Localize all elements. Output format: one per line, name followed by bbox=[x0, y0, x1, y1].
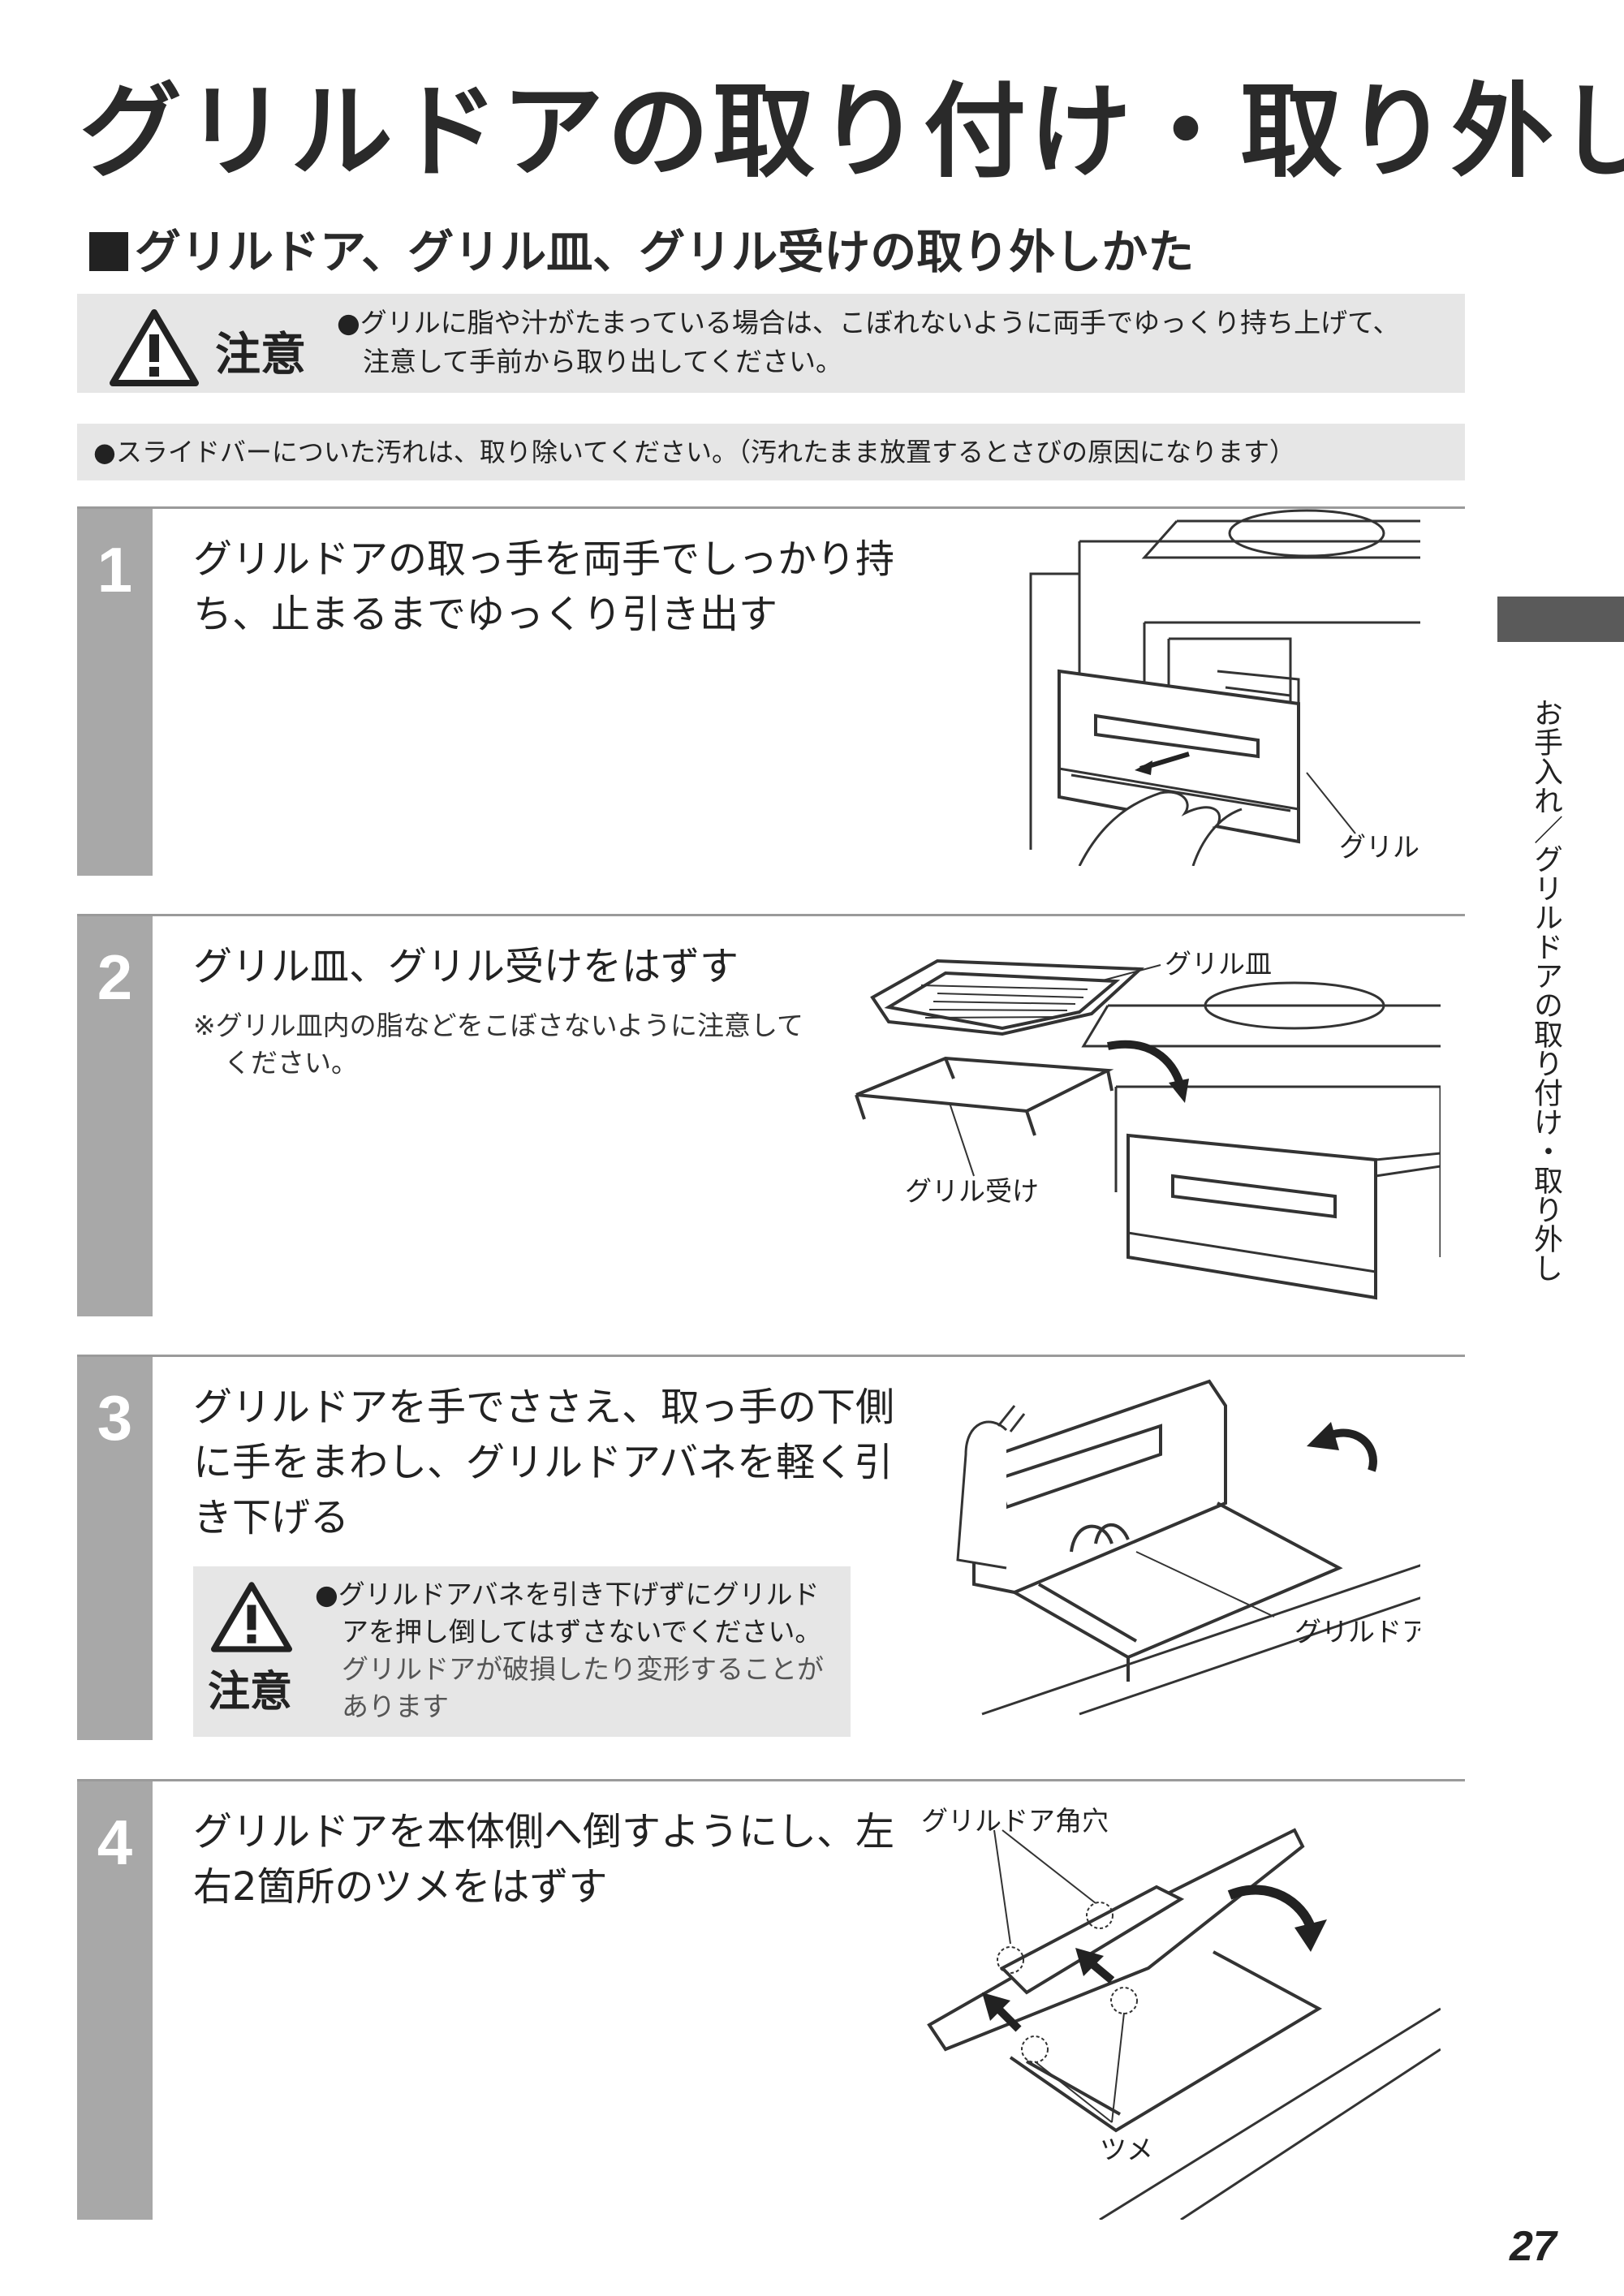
label-grill-rack: グリル受け bbox=[905, 1175, 1039, 1207]
step-4-illustration: グリルドア角穴 ツメ bbox=[921, 1805, 1441, 2220]
step-1: 1 グリルドアの取っ手を両手でしっかり持 ち、止まるまでゆっくり引き出す グリル… bbox=[77, 509, 1465, 876]
page-title: グリルドアの取り付け・取り外し bbox=[80, 72, 1624, 192]
caution-line: グリルドアが破損したり変形することが bbox=[342, 1653, 824, 1685]
step-3: 3 グリルドアを手でささえ、取っ手の下側 に手をまわし、グリルドアバネを軽く引 … bbox=[77, 1357, 1465, 1740]
side-tab-text: お手入れ／グリルドアの取り付け・取り外し bbox=[1529, 698, 1562, 1282]
label-grill-door: グリルドア bbox=[1339, 831, 1420, 863]
step-note-line: ください。 bbox=[224, 1047, 358, 1079]
side-tab-marker bbox=[1497, 597, 1624, 642]
caution-line: ●グリルドアバネを引き下げずにグリルド bbox=[315, 1579, 820, 1610]
page-number: 27 bbox=[1510, 2223, 1557, 2270]
square-bullet-icon bbox=[89, 232, 128, 271]
step-divider bbox=[77, 1779, 1465, 1781]
label-grill-door-spring: グリルドアバネ bbox=[1294, 1616, 1420, 1648]
step-number: 1 bbox=[97, 534, 133, 605]
note-bar: ●スライドバーについた汚れは、取り除いてください。（汚れたまま放置するとさびの原… bbox=[77, 424, 1465, 480]
step-heading-line: ち、止まるまでゆっくり引き出す bbox=[193, 592, 778, 637]
caution-line: アを押し倒してはずさないでください。 bbox=[342, 1616, 822, 1648]
step-1-illustration: グリルドア bbox=[1029, 509, 1420, 866]
step-heading-line: グリルドアを本体側へ倒すようにし、左 bbox=[193, 1809, 895, 1854]
step-heading: グリルドアの取っ手を両手でしっかり持 ち、止まるまでゆっくり引き出す bbox=[193, 532, 948, 642]
step-heading-line: グリルドアを手でささえ、取っ手の下側 bbox=[193, 1385, 895, 1430]
step-heading: グリル皿、グリル受けをはずす bbox=[193, 939, 948, 994]
warning-triangle-icon bbox=[211, 1582, 292, 1652]
caution-line: あります bbox=[342, 1691, 449, 1722]
label-claw: ツメ bbox=[1100, 2134, 1153, 2165]
step-4: 4 グリルドアを本体側へ倒すようにし、左 右2箇所のツメをはずす グリルドア角穴… bbox=[77, 1781, 1465, 2220]
step-divider bbox=[77, 1355, 1465, 1357]
step-number: 2 bbox=[97, 941, 133, 1013]
inner-caution-box: 注意 ●グリルドアバネを引き下げずにグリルド アを押し倒してはずさないでください… bbox=[193, 1566, 851, 1737]
caution-box: 注意 ●グリルに脂や汁がたまっている場合は、こぼれないように両手でゆっくり持ち上… bbox=[77, 294, 1465, 393]
step-2-illustration: グリル皿 グリル受け bbox=[855, 948, 1441, 1300]
step-3-illustration: グリルドアバネ bbox=[956, 1379, 1420, 1716]
warning-triangle-icon bbox=[110, 309, 199, 386]
step-number-column bbox=[77, 1357, 153, 1740]
caution-text: ●グリルドアバネを引き下げずにグリルド アを押し倒してはずさないでください。 グ… bbox=[315, 1576, 824, 1725]
step-divider bbox=[77, 914, 1465, 916]
step-2: 2 グリル皿、グリル受けをはずす ※グリル皿内の脂などをこぼさないように注意して… bbox=[77, 916, 1465, 1316]
step-number-column bbox=[77, 1781, 153, 2220]
step-heading: グリルドアを手でささえ、取っ手の下側 に手をまわし、グリルドアバネを軽く引 き下… bbox=[193, 1380, 948, 1545]
step-number: 4 bbox=[97, 1807, 133, 1878]
section-subtitle: グリルドア、グリル皿、グリル受けの取り外しかた bbox=[89, 215, 1194, 282]
caution-line-2: 注意して手前から取り出してください。 bbox=[363, 346, 843, 377]
step-note-line: ※グリル皿内の脂などをこぼさないように注意して bbox=[193, 1010, 804, 1041]
step-heading-line: グリルドアの取っ手を両手でしっかり持 bbox=[193, 536, 895, 582]
label-grill-plate: グリル皿 bbox=[1165, 948, 1272, 980]
step-heading-line: き下げる bbox=[193, 1495, 350, 1540]
step-number-column bbox=[77, 916, 153, 1316]
step-heading-line: 右2箇所のツメをはずす bbox=[193, 1864, 608, 1910]
step-heading-line: グリル皿、グリル受けをはずす bbox=[193, 944, 739, 989]
caution-label: 注意 bbox=[208, 1668, 293, 1717]
step-number: 3 bbox=[97, 1382, 133, 1454]
caution-label: 注意 bbox=[215, 329, 306, 381]
caution-line-1: ●グリルに脂や汁がたまっている場合は、こぼれないように両手でゆっくり持ち上げて、 bbox=[337, 307, 1400, 338]
caution-text: ●グリルに脂や汁がたまっている場合は、こぼれないように両手でゆっくり持ち上げて、… bbox=[337, 304, 1400, 381]
label-grill-door-square-hole: グリルドア角穴 bbox=[921, 1805, 1109, 1837]
step-divider bbox=[77, 506, 1465, 509]
step-number-column bbox=[77, 509, 153, 876]
subtitle-text: グリルドア、グリル皿、グリル受けの取り外しかた bbox=[135, 226, 1195, 279]
step-heading-line: に手をまわし、グリルドアバネを軽く引 bbox=[193, 1440, 894, 1485]
step-heading: グリルドアを本体側へ倒すようにし、左 右2箇所のツメをはずす bbox=[193, 1804, 948, 1915]
step-note: ※グリル皿内の脂などをこぼさないように注意して ください。 bbox=[193, 1007, 803, 1082]
